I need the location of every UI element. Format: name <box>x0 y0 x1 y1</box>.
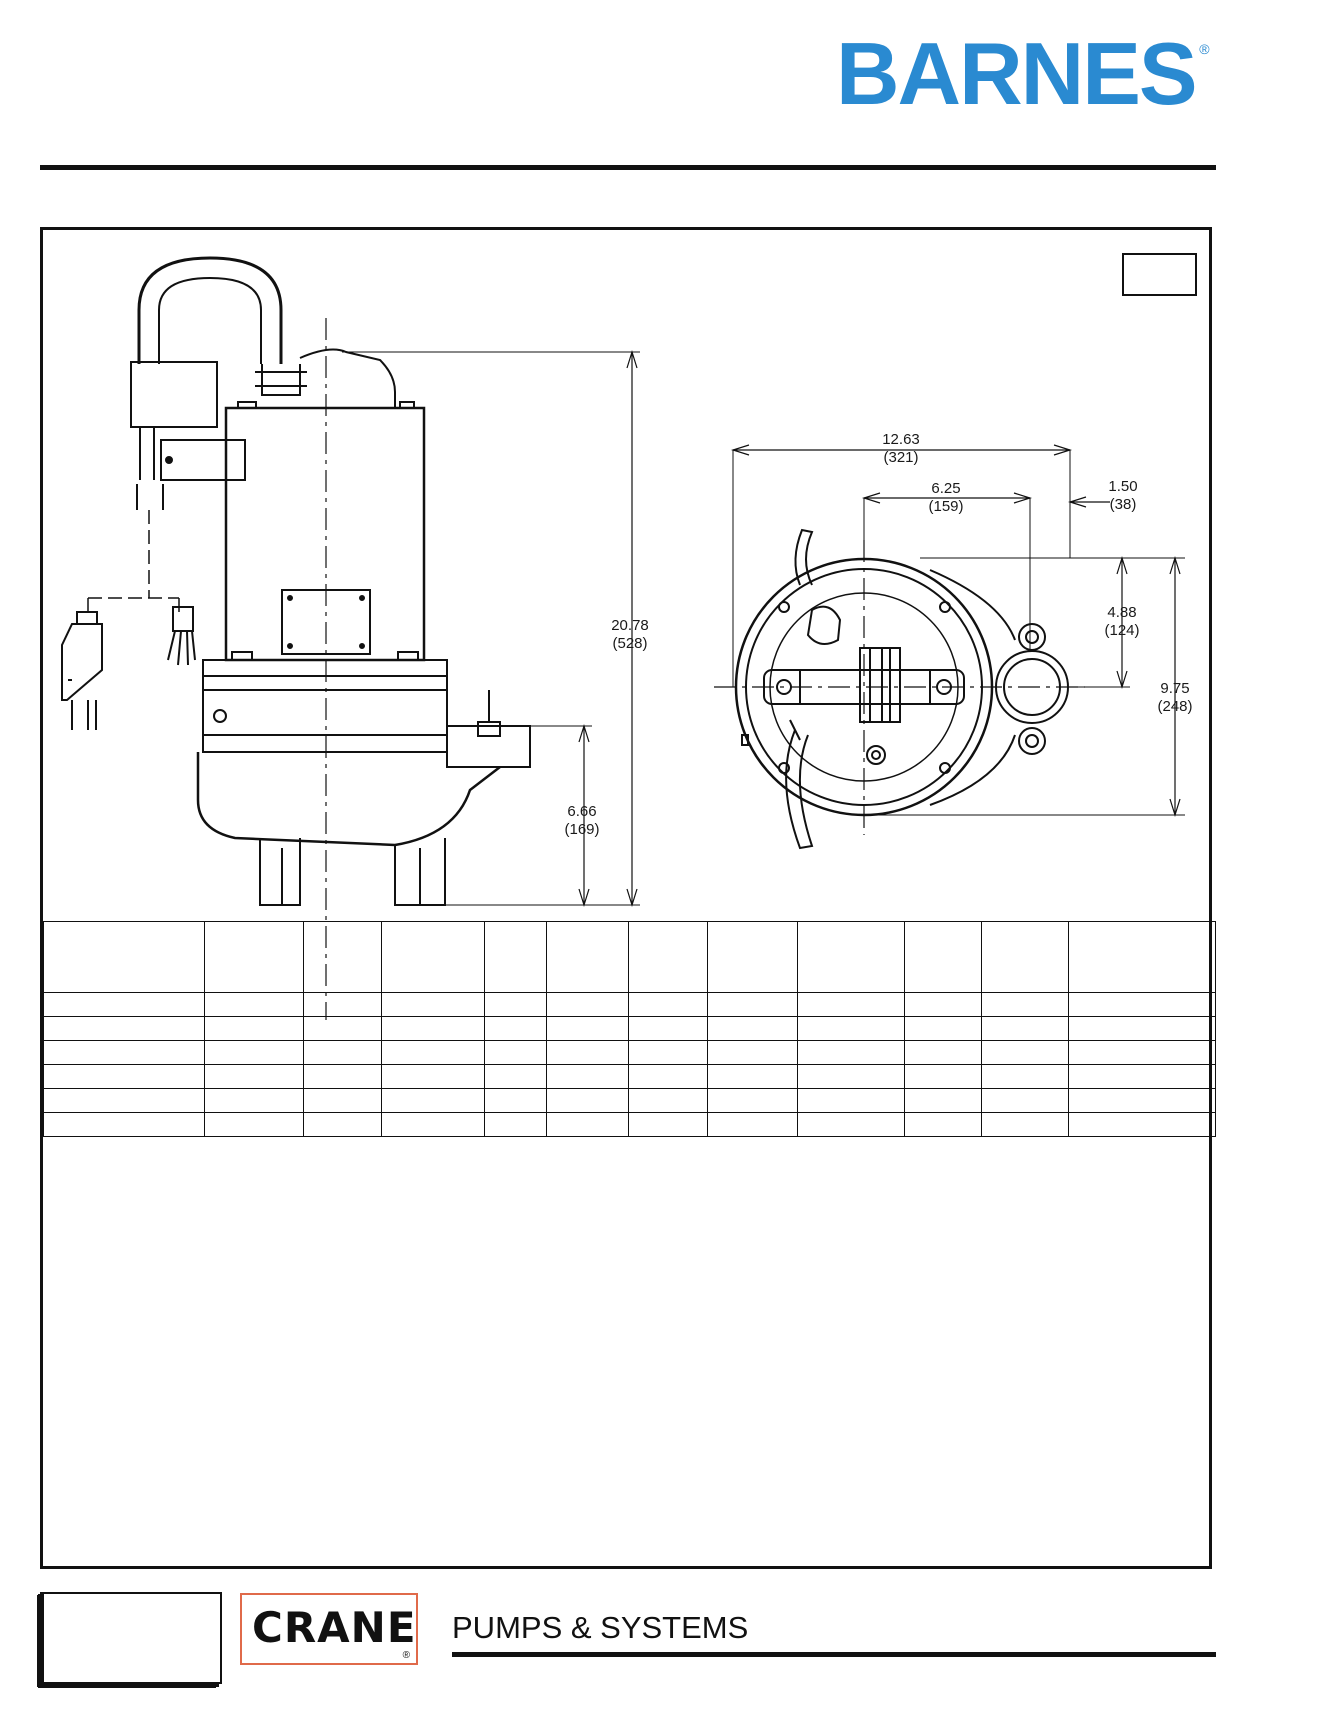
drawing-frame <box>40 227 1212 1569</box>
table-row <box>43 1064 1216 1089</box>
dim-total-height: 20.78 (528) <box>585 617 675 653</box>
dim-inches: 12.63 <box>882 431 920 448</box>
dim-inches: 6.25 <box>931 480 961 497</box>
dim-inches: 9.75 <box>1160 680 1190 697</box>
dim-mm: (321) <box>883 449 919 466</box>
volute-band <box>202 675 448 753</box>
lifting-handle <box>137 256 283 364</box>
crane-logo: CRANE ® <box>240 1593 418 1665</box>
barnes-logo: BARNES® <box>836 30 1210 118</box>
discharge-outlet <box>446 725 531 768</box>
table-row <box>43 1112 1216 1137</box>
dim-mm: (248) <box>1157 698 1193 715</box>
table-row <box>43 992 1216 1017</box>
dim-mm: (169) <box>564 821 600 838</box>
table-row <box>43 1016 1216 1041</box>
pump-leg-right <box>394 838 446 906</box>
footer-tagline: PUMPS & SYSTEMS <box>452 1610 749 1645</box>
dim-discharge-height: 6.66 (169) <box>537 803 627 839</box>
dim-inches: 4.88 <box>1107 604 1137 621</box>
brand-name: BARNES <box>836 24 1198 123</box>
table-header-row <box>43 921 1216 993</box>
top-view <box>734 528 1069 850</box>
dim-mm: (38) <box>1109 496 1137 513</box>
dim-center-offset: 4.88 (124) <box>1077 604 1167 640</box>
wire-leads <box>167 606 196 666</box>
crane-registered-mark: ® <box>402 1650 410 1661</box>
dim-inches: 20.78 <box>611 617 649 634</box>
spec-table <box>43 921 1216 1137</box>
dim-mm: (124) <box>1104 622 1140 639</box>
dim-overall-depth: 9.75 (248) <box>1130 680 1220 716</box>
dim-inches: 6.66 <box>567 803 597 820</box>
table-row <box>43 1088 1216 1113</box>
dim-inches: 1.50 <box>1108 478 1138 495</box>
pump-leg-left <box>259 838 301 906</box>
dim-mm: (528) <box>612 635 648 652</box>
nameplate <box>281 589 371 655</box>
motor-housing <box>224 406 426 662</box>
power-plug <box>61 611 103 730</box>
cord-box <box>130 361 218 428</box>
footer-rule <box>452 1652 1216 1657</box>
dim-center-to-discharge: 6.25 (159) <box>901 480 991 516</box>
footer-page-box <box>38 1592 222 1688</box>
header-rule <box>40 165 1216 170</box>
crane-wordmark: CRANE <box>252 1603 417 1652</box>
dim-flange-offset: 1.50 (38) <box>1078 478 1168 514</box>
table-row <box>43 1040 1216 1065</box>
dim-overall-width: 12.63 (321) <box>856 431 946 467</box>
drawing-tag-box <box>1122 253 1197 296</box>
brand-registered-mark: ® <box>1199 41 1209 57</box>
dim-mm: (159) <box>928 498 964 515</box>
